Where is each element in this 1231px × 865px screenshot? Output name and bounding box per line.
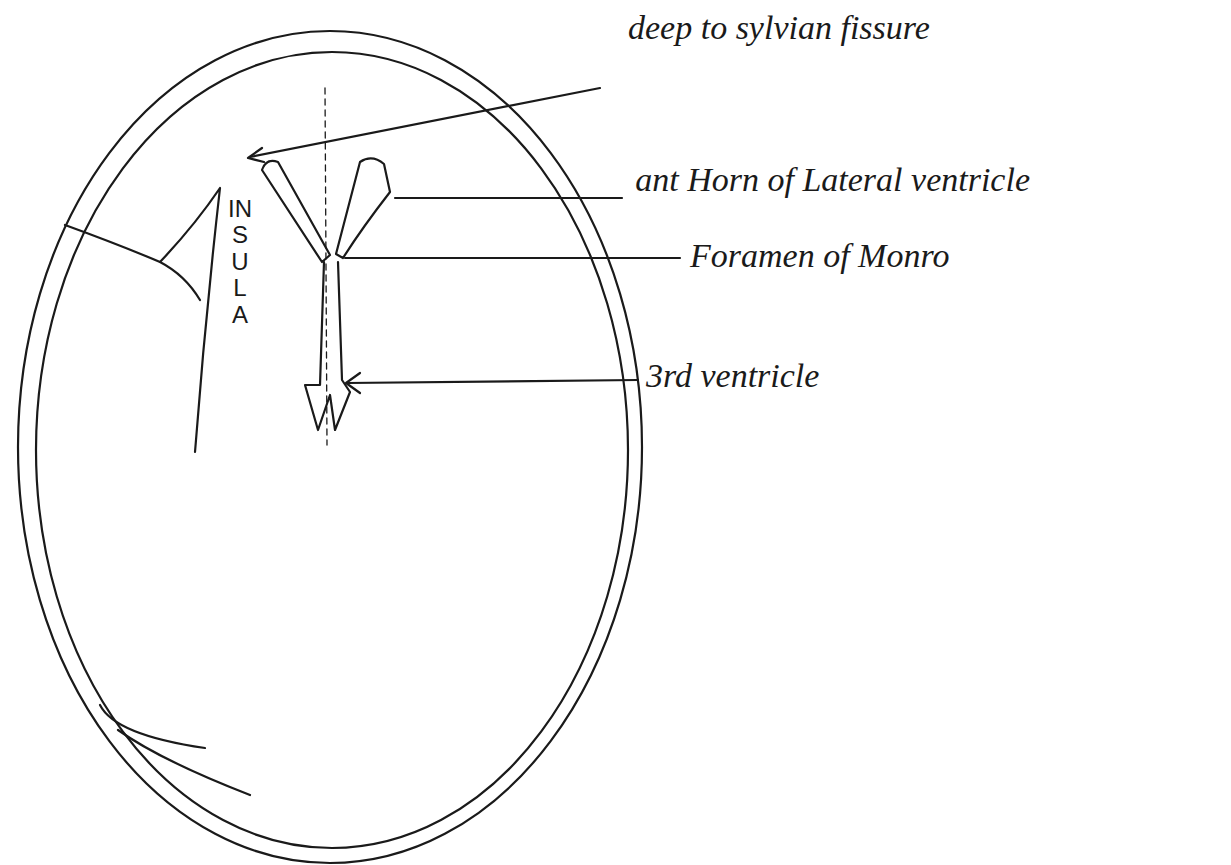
sketch-stroke: [100, 705, 205, 748]
leader-line: [395, 197, 622, 199]
region-label: INSULA: [228, 196, 252, 328]
sylvian-fissure: [65, 188, 220, 452]
anterior-horn: [262, 161, 330, 262]
leader-line: [250, 88, 600, 157]
arrowhead: [248, 148, 264, 162]
leader-line: [345, 257, 680, 259]
third-ventricle: [305, 262, 350, 430]
sketch-stroke: [118, 730, 250, 795]
callout-label: Foramen of Monro: [690, 236, 1190, 277]
leader-line: [347, 380, 638, 383]
callout-label: deep to sylvian fissure: [628, 8, 1188, 49]
brain-outline: [36, 52, 628, 848]
anterior-horn: [336, 158, 390, 258]
arrowhead: [346, 373, 360, 393]
sylvian-fissure: [160, 262, 200, 300]
callout-label: 3rd ventricle: [646, 356, 1146, 397]
skull-outline: [18, 31, 642, 863]
callout-label: ant Horn of Lateral ventricle: [630, 160, 1030, 201]
